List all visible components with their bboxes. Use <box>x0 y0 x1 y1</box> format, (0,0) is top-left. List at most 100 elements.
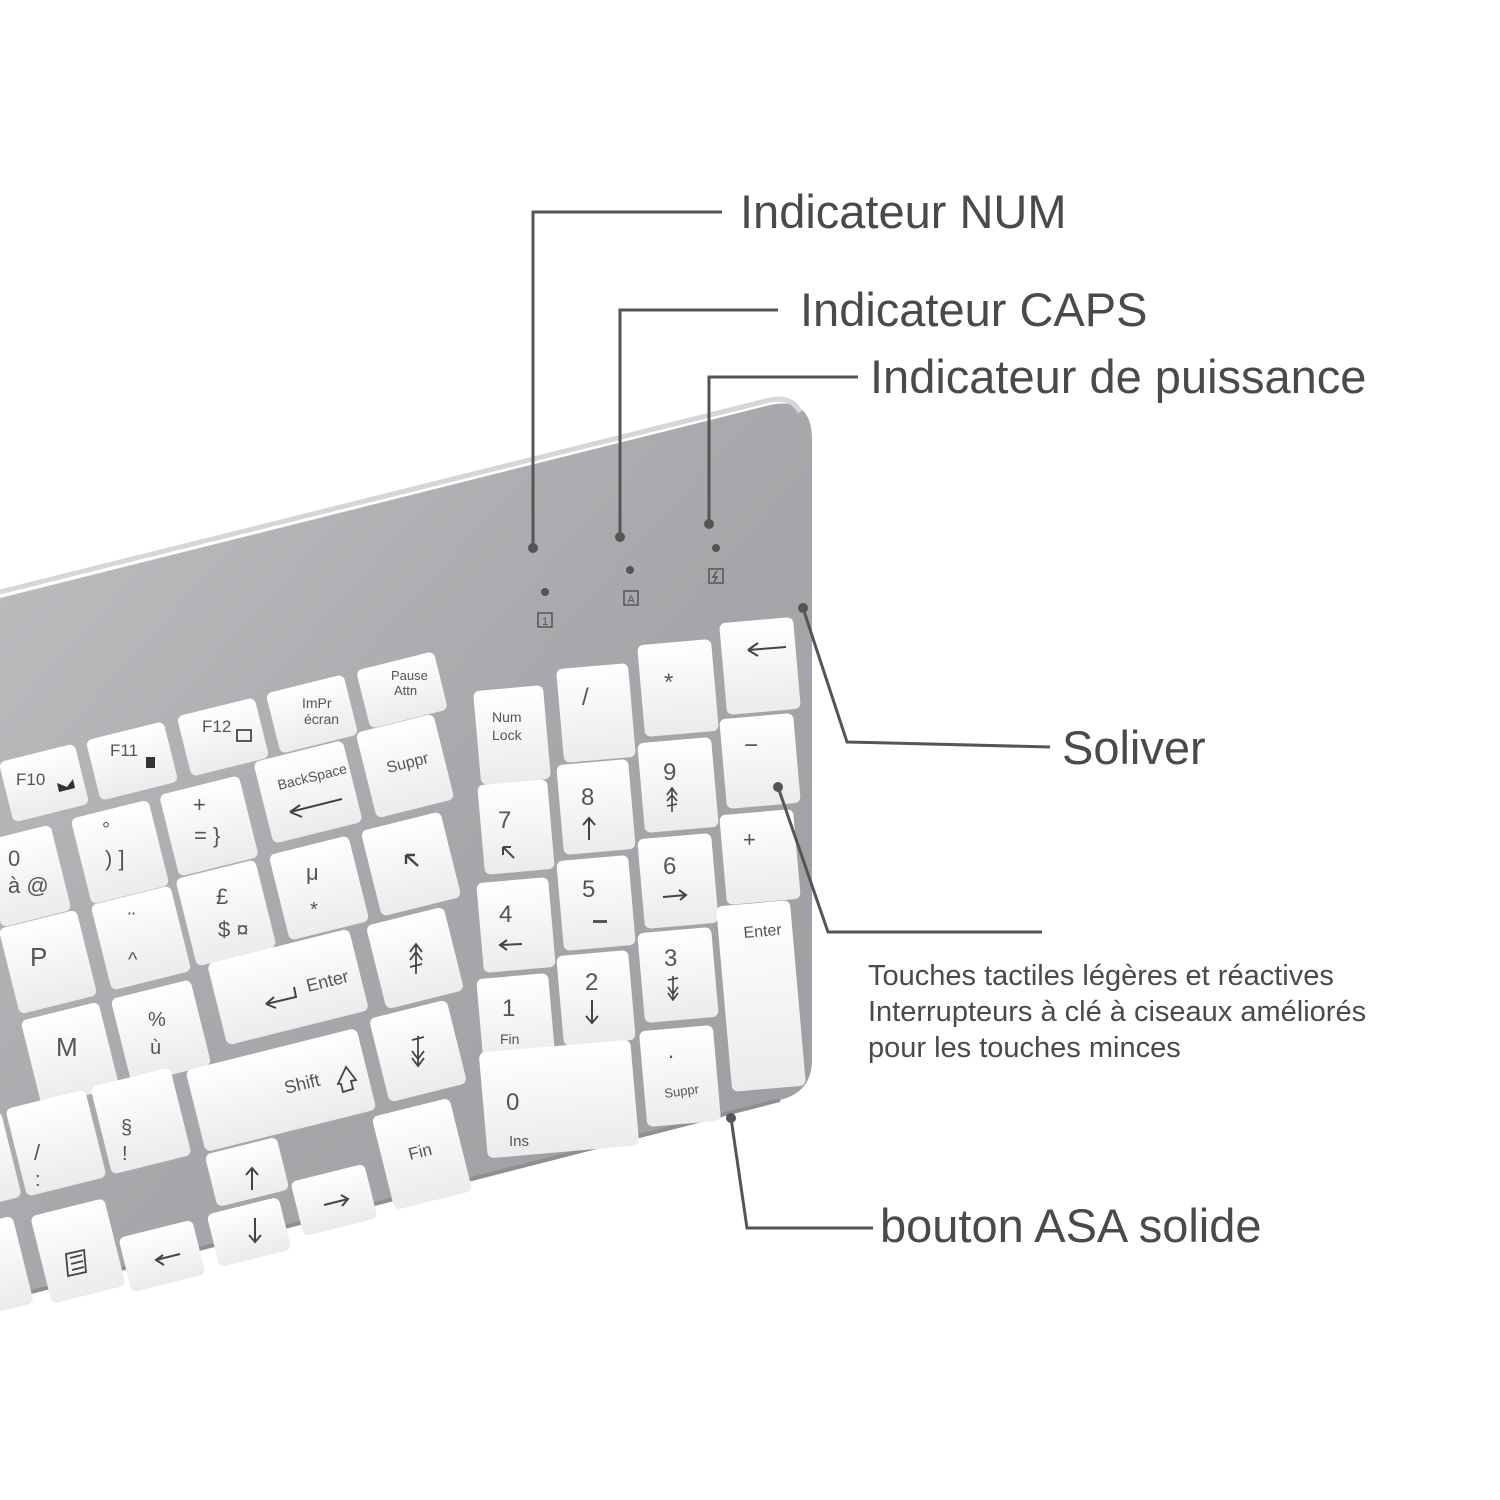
key-f11[interactable] <box>86 721 179 801</box>
leader-soliver-dot <box>798 603 808 613</box>
key-zero-label: 0 <box>8 846 20 871</box>
key-np-6-label: 6 <box>663 853 676 880</box>
key-p[interactable] <box>0 910 97 1015</box>
np-right-arrow-icon <box>662 889 688 901</box>
key-fin[interactable] <box>372 1098 473 1211</box>
key-np-3-label: 3 <box>664 945 677 972</box>
key-pause-label: Pause <box>391 668 428 683</box>
key-slash-label: / <box>34 1140 41 1165</box>
key-slash-colon[interactable] <box>5 1089 106 1196</box>
key-np-4[interactable] <box>476 877 556 973</box>
key-section-exclaim[interactable] <box>90 1067 191 1174</box>
key-np-dot[interactable] <box>639 1025 721 1127</box>
key-np-0-label: 0 <box>506 1089 519 1116</box>
key-np-3[interactable] <box>637 927 719 1023</box>
key-suppr[interactable] <box>356 714 455 819</box>
key-np-plus[interactable] <box>719 809 801 905</box>
np-down-arrow-icon <box>585 1000 599 1025</box>
key-degree-label: ° <box>102 819 110 841</box>
key-np-slash-label: / <box>582 684 589 711</box>
key-zero-a-grave[interactable] <box>0 825 72 928</box>
key-arrow-up[interactable] <box>205 1137 290 1207</box>
leader-soliver <box>801 607 1051 749</box>
keyboard-top-edge <box>0 396 803 595</box>
power-led <box>712 544 720 552</box>
key-lock-label: Lock <box>492 727 523 743</box>
leader-asa-dot <box>726 1113 736 1123</box>
key-np-9-label: 9 <box>663 759 676 786</box>
key-plus-equals[interactable] <box>159 775 259 876</box>
key-degree-paren[interactable] <box>71 800 170 905</box>
key-page-up[interactable] <box>366 907 464 1010</box>
key-np-2[interactable] <box>556 950 636 1046</box>
key-np-7[interactable] <box>477 779 555 875</box>
shift-arrow-icon <box>336 1065 358 1094</box>
key-np-1-label: 1 <box>502 995 515 1022</box>
callout-soliver: Soliver <box>1062 721 1206 774</box>
key-equals-label: = } <box>194 823 220 848</box>
numpad-section: Num Lock / * 7 8 9 − 4 5 6 + 1 Fin <box>473 617 806 1158</box>
key-shift[interactable] <box>185 1028 376 1152</box>
callout-power-indicator: Indicateur de puissance <box>870 350 1367 403</box>
key-ecran-label: écran <box>304 711 339 727</box>
key-np-backspace[interactable] <box>719 617 801 715</box>
key-caret-label: ^ <box>128 949 138 971</box>
key-np-6[interactable] <box>637 833 719 929</box>
key-np-asterisk[interactable] <box>637 639 719 737</box>
calculator-icon <box>146 757 155 768</box>
key-f10[interactable] <box>0 743 89 822</box>
key-pause[interactable] <box>356 651 448 729</box>
key-m-label: M <box>56 1032 78 1062</box>
callout-keys-line1: Touches tactiles légères et réactives <box>868 960 1334 992</box>
key-dollar-label: $ ¤ <box>218 917 249 942</box>
np-page-down-icon <box>667 976 679 1002</box>
leader-num <box>531 210 722 548</box>
key-f12[interactable] <box>177 697 270 777</box>
key-m[interactable] <box>21 1002 120 1107</box>
key-np-slash[interactable] <box>556 663 636 763</box>
key-percent-u[interactable] <box>111 979 212 1084</box>
key-home[interactable] <box>361 811 462 916</box>
caps-led <box>626 566 634 574</box>
page-down-icon <box>411 1036 425 1068</box>
key-enter[interactable] <box>207 929 369 1046</box>
np-home-icon <box>502 846 515 859</box>
key-f11-label: F11 <box>110 741 138 760</box>
key-np-minus[interactable] <box>719 713 801 809</box>
key-colon-label: : <box>35 1169 41 1191</box>
key-left-edge[interactable] <box>0 1111 22 1209</box>
callout-asa-button: bouton ASA solide <box>880 1199 1262 1252</box>
key-plus-label: + <box>193 792 206 817</box>
key-np-9[interactable] <box>637 737 719 833</box>
key-section-label: § <box>121 1117 132 1139</box>
key-arrow-right[interactable] <box>290 1164 377 1237</box>
leader-power <box>707 375 858 524</box>
key-umlaut-caret[interactable] <box>91 885 192 990</box>
key-pound-dollar[interactable] <box>175 859 276 966</box>
key-np-enter[interactable] <box>716 900 806 1092</box>
key-np-7-label: 7 <box>498 807 511 834</box>
callout-keys-line2: Interrupteurs à clé à ciseaux améliorés <box>868 996 1367 1028</box>
np-five-mark <box>593 920 607 923</box>
key-mu-asterisk[interactable] <box>269 835 370 940</box>
callout-keys-line3: pour les touches minces <box>868 1032 1181 1064</box>
key-np-1[interactable] <box>476 973 556 1069</box>
callout-num-indicator: Indicateur NUM <box>740 185 1067 238</box>
key-np-enter-label: Enter <box>743 922 783 942</box>
key-num-lock[interactable] <box>473 685 551 785</box>
key-np-dot-sub-label: Suppr <box>663 1081 700 1101</box>
key-backspace[interactable] <box>253 740 363 844</box>
key-print-screen[interactable] <box>266 674 359 754</box>
key-np-plus-label: + <box>743 827 756 852</box>
battery-bolt-icon <box>708 568 724 584</box>
key-np-0-sub-label: Ins <box>509 1133 529 1150</box>
key-np-8[interactable] <box>556 759 636 855</box>
key-arrow-down[interactable] <box>207 1197 292 1267</box>
key-np-dot-label: . <box>668 1038 674 1063</box>
key-partial-left[interactable] <box>0 1216 34 1319</box>
key-np-5[interactable] <box>556 855 636 951</box>
key-np-minus-label: − <box>744 732 758 759</box>
mail-icon <box>57 779 75 792</box>
key-np-0[interactable] <box>479 1040 640 1159</box>
key-np-4-label: 4 <box>499 901 512 928</box>
